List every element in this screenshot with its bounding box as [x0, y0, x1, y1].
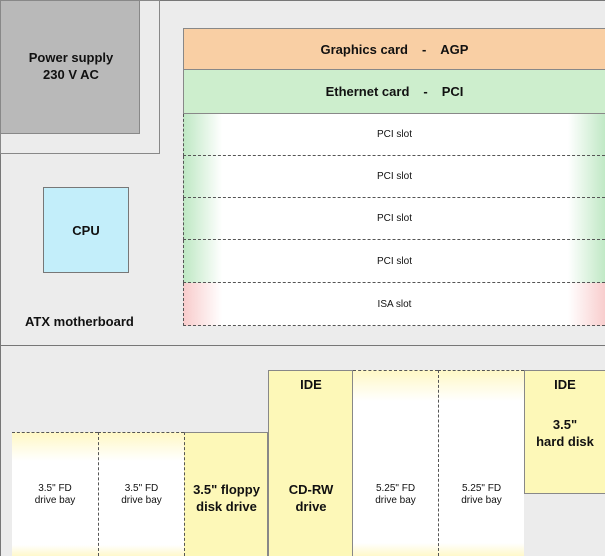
pci-slot-1-label: PCI slot — [376, 129, 412, 140]
bay-525-1: 5.25" FD drive bay — [353, 370, 438, 556]
cdrw-drive-line2: drive — [295, 499, 327, 514]
fd-drive-bay-1: 3.5" FD drive bay — [12, 432, 98, 556]
power-supply-line2: 230 V AC — [43, 67, 99, 82]
graphics-card-bus: AGP — [440, 41, 469, 57]
pci-slot-3: PCI slot — [183, 198, 605, 240]
cdrw-drive-label: CD-RW drive — [269, 481, 353, 515]
floppy-disk-drive-label: 3.5" floppy disk drive — [185, 481, 268, 515]
isa-slot-label: ISA slot — [377, 298, 412, 310]
bay-525-2-line1: 5.25" FD — [461, 483, 502, 494]
pci-slot-4: PCI slot — [183, 240, 605, 283]
bay-525-1-label: 5.25" FD drive bay — [353, 483, 438, 507]
isa-slot: ISA slot — [183, 283, 605, 326]
hard-disk-line2: hard disk — [536, 434, 594, 449]
cdrw-drive: IDE CD-RW drive — [268, 370, 353, 556]
bay-525-1-line1: 5.25" FD — [375, 483, 416, 494]
bay-525-2-label: 5.25" FD drive bay — [439, 483, 524, 507]
pci-slot-3-label: PCI slot — [376, 213, 412, 224]
bay-525-2: 5.25" FD drive bay — [438, 370, 524, 556]
ethernet-card-sep: - — [423, 84, 428, 99]
bay-525-2-line2: drive bay — [461, 495, 502, 506]
ethernet-card-name: Ethernet card — [325, 84, 410, 99]
hard-disk-line1: 3.5" — [552, 417, 578, 432]
fd-drive-bay-2-line1: 3.5" FD — [124, 483, 159, 494]
floppy-disk-drive: 3.5" floppy disk drive — [184, 432, 268, 556]
hard-disk-label: 3.5" hard disk — [525, 416, 605, 450]
bay-525-1-line2: drive bay — [375, 495, 416, 506]
power-supply-line1: Power supply — [28, 50, 114, 65]
ethernet-card: Ethernet card - PCI — [183, 70, 605, 114]
fd-drive-bay-2-line2: drive bay — [121, 495, 162, 506]
hard-disk: IDE 3.5" hard disk — [524, 370, 605, 494]
graphics-card: Graphics card - AGP — [183, 28, 605, 70]
floppy-disk-drive-line1: 3.5" floppy — [193, 482, 260, 497]
ethernet-card-bus: PCI — [441, 84, 464, 99]
power-supply-label: Power supply 230 V AC — [1, 49, 141, 83]
fd-drive-bay-1-line2: drive bay — [34, 495, 76, 506]
fd-drive-bay-2-label: 3.5" FD drive bay — [99, 483, 184, 507]
floppy-disk-drive-line2: disk drive — [196, 499, 257, 514]
cdrw-ide-label: IDE — [300, 377, 322, 392]
cdrw-drive-line1: CD-RW — [288, 482, 334, 497]
graphics-card-sep: - — [421, 41, 427, 57]
power-supply-box: Power supply 230 V AC — [0, 0, 140, 134]
pci-slot-1: PCI slot — [183, 114, 605, 156]
hard-disk-ide-label: IDE — [554, 377, 576, 392]
fd-drive-bay-1-line1: 3.5" FD — [38, 483, 72, 494]
graphics-card-name: Graphics card — [320, 41, 408, 57]
pci-slot-4-label: PCI slot — [376, 255, 412, 267]
cpu-label: CPU — [72, 222, 100, 238]
fd-drive-bay-1-label: 3.5" FD drive bay — [12, 483, 98, 507]
pci-slot-2-label: PCI slot — [376, 171, 412, 182]
motherboard-label: ATX motherboard — [25, 314, 134, 329]
cpu-chip: CPU — [43, 187, 129, 273]
pci-slot-2: PCI slot — [183, 156, 605, 198]
fd-drive-bay-2: 3.5" FD drive bay — [98, 432, 184, 556]
